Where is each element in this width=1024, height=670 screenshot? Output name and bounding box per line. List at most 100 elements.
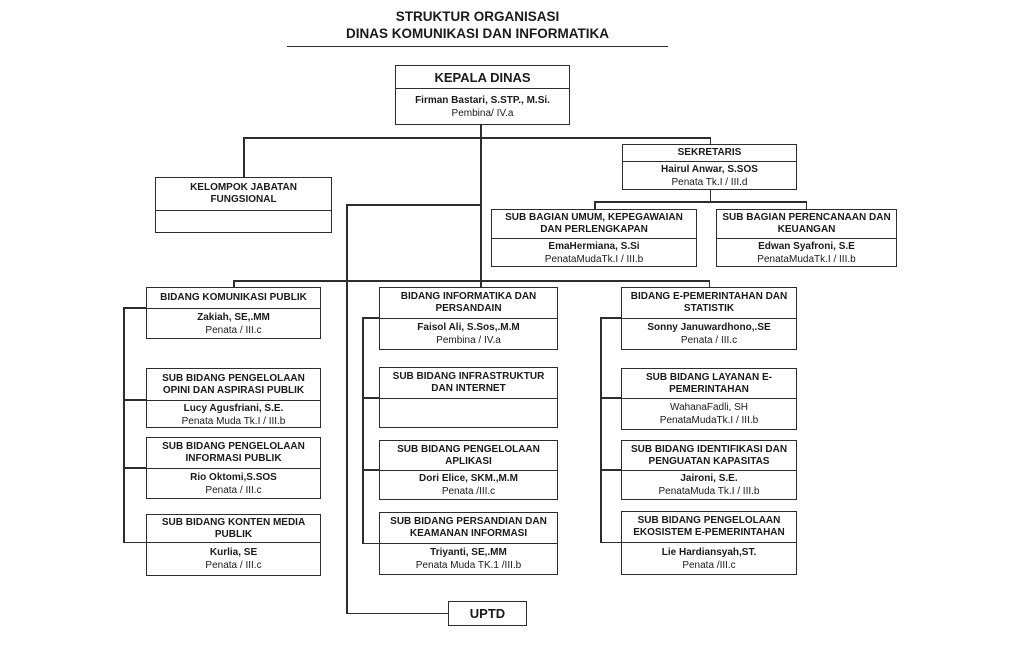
person-name: Lie Hardiansyah,ST. — [661, 546, 757, 558]
person-name: Rio Oktomi,S.SOS — [190, 471, 277, 483]
connector-line — [362, 317, 364, 544]
connector-line — [600, 541, 621, 543]
node-body: WahanaFadli, SH PenataMudaTk.I / III.b — [622, 399, 796, 429]
node-bidang-informatika-persandian: BIDANG INFORMATIKA DAN PERSANDAIN Faisol… — [379, 287, 558, 350]
node-title: BIDANG E-PEMERINTAHAN DAN STATISTIK — [622, 288, 796, 319]
connector-line — [480, 125, 482, 137]
chart-title-line1: STRUKTUR ORGANISASI — [395, 9, 560, 24]
person-name: Zakiah, SE,.MM — [197, 311, 270, 323]
person-rank: Penata / III.c — [205, 560, 262, 571]
person-name: Kurlia, SE — [209, 547, 258, 558]
node-sub-bidang-persandian-keamanan: SUB BIDANG PERSANDIAN DAN KEAMANAN INFOR… — [379, 512, 558, 575]
connector-line — [362, 317, 379, 319]
node-title: SUB BIDANG PENGELOLAAN EKOSISTEM E-PEMER… — [622, 512, 796, 543]
node-kelompok-jabatan-fungsional: KELOMPOK JABATAN FUNGSIONAL — [155, 177, 332, 233]
connector-line — [805, 201, 807, 209]
person-name: Sonny Januwardhono,.SE — [647, 322, 771, 333]
connector-line — [346, 204, 480, 206]
connector-line — [362, 542, 379, 544]
person-name: Triyanti, SE,.MM — [430, 547, 507, 558]
person-rank: Penata / III.c — [205, 324, 262, 336]
node-sub-bidang-layanan-epemerintahan: SUB BIDANG LAYANAN E-PEMERINTAHAN Wahana… — [621, 368, 797, 430]
connector-line — [709, 137, 711, 145]
connector-line — [600, 397, 621, 399]
node-sub-bidang-ekosistem-epemerintahan: SUB BIDANG PENGELOLAAN EKOSISTEM E-PEMER… — [621, 511, 797, 575]
person-name: Faisol Ali, S.Sos,.M.M — [417, 322, 520, 333]
node-title: SUB BIDANG KONTEN MEDIA PUBLIK — [147, 515, 320, 543]
connector-line — [594, 201, 596, 209]
node-body: Rio Oktomi,S.SOS Penata / III.c — [147, 469, 320, 498]
node-body: Lucy Agusfriani, S.E. Penata Muda Tk.I /… — [147, 401, 320, 429]
node-body-empty — [380, 399, 557, 427]
node-bidang-komunikasi-publik: BIDANG KOMUNIKASI PUBLIK Zakiah, SE,.MM … — [146, 287, 321, 339]
node-body: Edwan Syafroni, S.E PenataMudaTk.I / III… — [717, 239, 896, 267]
person-rank: PenataMuda Tk.I / III.b — [658, 486, 760, 497]
node-title: KELOMPOK JABATAN FUNGSIONAL — [156, 178, 331, 211]
connector-line — [123, 467, 146, 469]
person-rank: PenataMudaTk.I / III.b — [757, 254, 856, 265]
person-rank: Penata Tk.I / III.d — [671, 177, 748, 188]
connector-line — [362, 397, 379, 399]
person-rank: Penata /III.c — [441, 486, 496, 497]
connector-line — [123, 307, 146, 309]
node-title: SEKRETARIS — [623, 145, 796, 162]
node-body: Triyanti, SE,.MM Penata Muda TK.1 /III.b — [380, 544, 557, 574]
connector-line — [600, 317, 621, 319]
node-title: SUB BIDANG PERSANDIAN DAN KEAMANAN INFOR… — [380, 513, 557, 544]
person-rank: Penata Muda TK.1 /III.b — [415, 560, 522, 571]
person-rank: Penata /III.c — [682, 559, 736, 571]
node-title: UPTD — [469, 606, 506, 621]
node-body: Dori Elice, SKM.,M.M Penata /III.c — [380, 471, 557, 499]
person-name: Edwan Syafroni, S.E — [758, 241, 855, 252]
node-sub-bidang-konten-media: SUB BIDANG KONTEN MEDIA PUBLIK Kurlia, S… — [146, 514, 321, 576]
person-name: EmaHermiana, S.Si — [548, 241, 640, 252]
connector-line — [243, 137, 245, 177]
person-rank: Penata / III.c — [680, 335, 738, 346]
connector-line — [346, 612, 448, 614]
node-body: Firman Bastari, S.STP., M.Si. Pembina/ I… — [396, 89, 569, 124]
node-title: SUB BIDANG PENGELOLAAN APLIKASI — [380, 441, 557, 471]
node-title: BIDANG KOMUNIKASI PUBLIK — [147, 288, 320, 309]
chart-title: STRUKTUR ORGANISASI DINAS KOMUNIKASI DAN… — [287, 8, 668, 47]
node-kepala-dinas: KEPALA DINAS Firman Bastari, S.STP., M.S… — [395, 65, 570, 125]
connector-line — [362, 469, 379, 471]
node-body-empty — [156, 211, 331, 232]
node-title: SUB BIDANG IDENTIFIKASI DAN PENGUATAN KA… — [622, 441, 796, 471]
connector-line — [233, 280, 235, 287]
person-rank: Penata / III.c — [205, 484, 262, 496]
node-title: SUB BIDANG LAYANAN E-PEMERINTAHAN — [622, 369, 796, 399]
node-bidang-epemerintahan-statistik: BIDANG E-PEMERINTAHAN DAN STATISTIK Sonn… — [621, 287, 797, 350]
node-body: Kurlia, SE Penata / III.c — [147, 543, 320, 575]
node-sub-bagian-umum: SUB BAGIAN UMUM, KEPEGAWAIAN DAN PERLENG… — [491, 209, 697, 267]
node-title: SUB BIDANG INFRASTRUKTUR DAN INTERNET — [380, 368, 557, 399]
node-sub-bidang-opini-aspirasi: SUB BIDANG PENGELOLAAN OPINI DAN ASPIRAS… — [146, 368, 321, 428]
person-rank: PenataMudaTk.I / III.b — [659, 415, 759, 426]
person-name: WahanaFadli, SH — [670, 402, 748, 413]
node-sub-bidang-informasi-publik: SUB BIDANG PENGELOLAAN INFORMASI PUBLIK … — [146, 437, 321, 499]
node-body: Faisol Ali, S.Sos,.M.M Pembina / IV.a — [380, 319, 557, 349]
node-title: SUB BAGIAN PERENCANAAN DAN KEUANGAN — [717, 210, 896, 239]
person-rank: Pembina/ IV.a — [451, 107, 514, 119]
node-title: KEPALA DINAS — [396, 66, 569, 89]
node-title: SUB BAGIAN UMUM, KEPEGAWAIAN DAN PERLENG… — [492, 210, 696, 239]
node-body: Sonny Januwardhono,.SE Penata / III.c — [622, 319, 796, 349]
connector-line — [594, 201, 807, 203]
connector-line — [123, 399, 146, 401]
person-name: Jaironi, S.E. — [680, 473, 738, 484]
connector-line — [480, 137, 482, 287]
connector-line — [709, 190, 711, 201]
connector-line — [233, 280, 710, 282]
connector-line — [600, 469, 621, 471]
connector-line — [123, 307, 125, 543]
node-body: Jaironi, S.E. PenataMuda Tk.I / III.b — [622, 471, 796, 499]
connector-line — [600, 317, 602, 543]
person-rank: Pembina / IV.a — [436, 335, 501, 346]
node-uptd: UPTD — [448, 601, 527, 626]
node-sub-bidang-pengelolaan-aplikasi: SUB BIDANG PENGELOLAAN APLIKASI Dori Eli… — [379, 440, 558, 500]
node-title: SUB BIDANG PENGELOLAAN OPINI DAN ASPIRAS… — [147, 369, 320, 401]
node-body: Lie Hardiansyah,ST. Penata /III.c — [622, 543, 796, 574]
person-name: Hairul Anwar, S.SOS — [661, 164, 758, 175]
node-sub-bidang-infrastruktur-internet: SUB BIDANG INFRASTRUKTUR DAN INTERNET — [379, 367, 558, 428]
node-title: BIDANG INFORMATIKA DAN PERSANDAIN — [380, 288, 557, 319]
node-title: SUB BIDANG PENGELOLAAN INFORMASI PUBLIK — [147, 438, 320, 469]
